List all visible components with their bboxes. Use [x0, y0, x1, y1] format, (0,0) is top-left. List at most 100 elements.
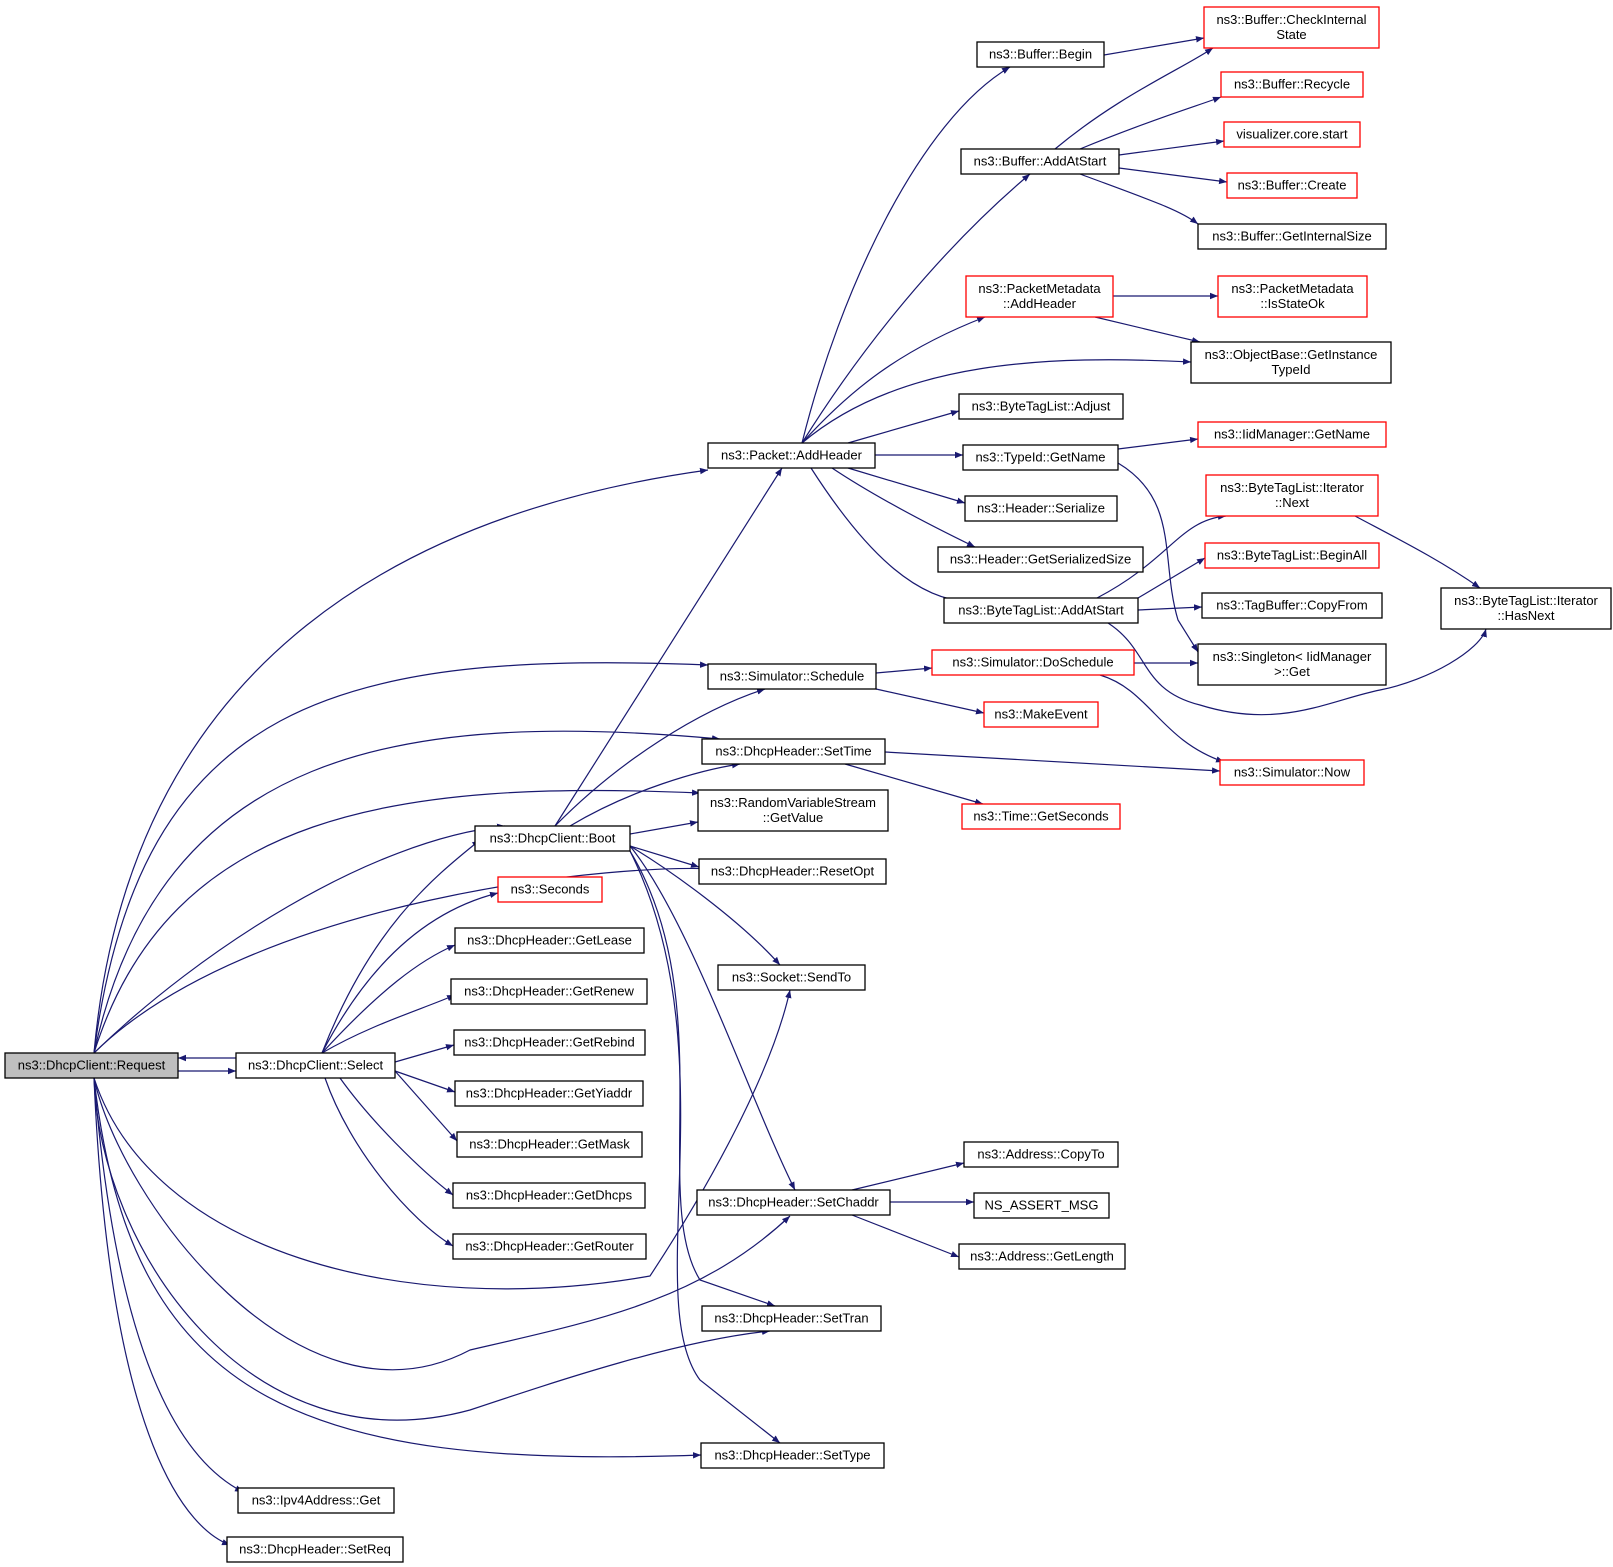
node-getyiaddr[interactable]: ns3::DhcpHeader::GetYiaddr [454, 1080, 644, 1107]
node-label: ns3::DhcpHeader::SetReq [239, 1542, 391, 1557]
node-box [1219, 759, 1365, 786]
call-edge [93, 1077, 771, 1421]
node-select[interactable]: ns3::DhcpClient::Select [235, 1052, 396, 1079]
call-edge [629, 845, 796, 1191]
node-settime[interactable]: ns3::DhcpHeader::SetTime [701, 738, 886, 765]
node-getinternalsize[interactable]: ns3::Buffer::GetInternalSize [1197, 223, 1387, 250]
node-label: ns3::IidManager::GetName [1214, 427, 1370, 442]
node-getrouter[interactable]: ns3::DhcpHeader::GetRouter [452, 1233, 647, 1260]
node-vizstart[interactable]: visualizer.core.start [1223, 121, 1361, 148]
node-addheader[interactable]: ns3::Packet::AddHeader [707, 442, 876, 469]
node-getrebind[interactable]: ns3::DhcpHeader::GetRebind [453, 1029, 646, 1056]
node-getrenew[interactable]: ns3::DhcpHeader::GetRenew [450, 978, 648, 1005]
node-copyto[interactable]: ns3::Address::CopyTo [963, 1141, 1119, 1168]
node-recycle[interactable]: ns3::Buffer::Recycle [1220, 71, 1364, 98]
node-btladjust[interactable]: ns3::ByteTagList::Adjust [958, 393, 1124, 420]
node-box [697, 789, 889, 832]
node-pmaddheader[interactable]: ns3::PacketMetadata::AddHeader [965, 275, 1114, 318]
call-edges [93, 36, 1487, 1546]
call-edge [810, 467, 971, 605]
call-edge [1137, 604, 1203, 611]
node-nsassert[interactable]: NS_ASSERT_MSG [973, 1192, 1110, 1219]
node-boot[interactable]: ns3::DhcpClient::Boot [474, 825, 631, 852]
node-label: ns3::Buffer::GetInternalSize [1212, 229, 1371, 244]
node-getmask[interactable]: ns3::DhcpHeader::GetMask [456, 1131, 643, 1158]
node-label: ns3::ByteTagList::Adjust [972, 399, 1111, 414]
node-pmisstateok[interactable]: ns3::PacketMetadata::IsStateOk [1217, 275, 1368, 318]
node-settype[interactable]: ns3::DhcpHeader::SetType [700, 1442, 885, 1469]
node-hdrserialize[interactable]: ns3::Header::Serialize [964, 495, 1118, 522]
node-seconds[interactable]: ns3::Seconds [497, 876, 603, 903]
node-label: NS_ASSERT_MSG [985, 1198, 1099, 1213]
node-getlease[interactable]: ns3::DhcpHeader::GetLease [454, 927, 645, 954]
call-edge [554, 688, 766, 827]
node-label: ns3::Packet::AddHeader [721, 448, 863, 463]
node-sendto[interactable]: ns3::Socket::SendTo [717, 964, 866, 991]
node-iterhasnext[interactable]: ns3::ByteTagList::Iterator::HasNext [1440, 587, 1612, 630]
node-box [454, 1080, 644, 1107]
call-edge [339, 1077, 454, 1196]
node-box [1201, 592, 1383, 619]
node-box [943, 597, 1139, 624]
node-box [454, 927, 645, 954]
node-getdhcps[interactable]: ns3::DhcpHeader::GetDhcps [452, 1182, 646, 1209]
node-box [958, 1243, 1126, 1270]
node-label: ns3::DhcpClient::Boot [490, 831, 616, 846]
node-box [707, 442, 876, 469]
call-edge [629, 845, 700, 868]
node-label: ns3::DhcpHeader::GetRebind [464, 1035, 635, 1050]
node-bufbegin[interactable]: ns3::Buffer::Begin [976, 41, 1105, 68]
node-bufcreate[interactable]: ns3::Buffer::Create [1226, 172, 1358, 199]
node-addatstart[interactable]: ns3::Buffer::AddAtStart [960, 148, 1120, 175]
node-iidgetname[interactable]: ns3::IidManager::GetName [1197, 421, 1387, 448]
call-edge [93, 866, 731, 1054]
node-setreq[interactable]: ns3::DhcpHeader::SetReq [226, 1536, 404, 1563]
node-tagcopyfrom[interactable]: ns3::TagBuffer::CopyFrom [1201, 592, 1383, 619]
node-typeidgetname[interactable]: ns3::TypeId::GetName [962, 444, 1119, 471]
node-label: ns3::DhcpHeader::GetRouter [465, 1239, 634, 1254]
node-settran[interactable]: ns3::DhcpHeader::SetTran [701, 1305, 882, 1332]
node-label: ns3::DhcpHeader::GetYiaddr [466, 1086, 633, 1101]
node-getvalue[interactable]: ns3::RandomVariableStream::GetValue [697, 789, 889, 832]
node-label: ::HasNext [1497, 608, 1554, 623]
node-box [962, 444, 1119, 471]
node-getseconds[interactable]: ns3::Time::GetSeconds [961, 803, 1121, 830]
node-label: ns3::Buffer::Create [1238, 178, 1347, 193]
node-ipv4get[interactable]: ns3::Ipv4Address::Get [237, 1487, 395, 1514]
node-beginall[interactable]: ns3::ByteTagList::BeginAll [1204, 542, 1380, 569]
call-edge [324, 1077, 454, 1247]
node-label: ns3::Simulator::DoSchedule [952, 655, 1113, 670]
node-label: ns3::DhcpClient::Select [248, 1058, 384, 1073]
node-label: >::Get [1274, 664, 1310, 679]
node-iternext[interactable]: ns3::ByteTagList::Iterator::Next [1205, 474, 1379, 517]
call-edge [394, 1044, 455, 1063]
node-box [701, 1305, 882, 1332]
node-label: ::Next [1275, 495, 1309, 510]
call-edge [93, 1077, 244, 1493]
node-label: ns3::Buffer::Begin [989, 47, 1092, 62]
node-label: ns3::Buffer::AddAtStart [974, 154, 1107, 169]
call-edge [1103, 36, 1205, 56]
node-box [450, 978, 648, 1005]
node-resetopt[interactable]: ns3::DhcpHeader::ResetOpt [698, 858, 887, 885]
node-box [973, 1192, 1110, 1219]
node-request[interactable]: ns3::DhcpClient::Request [4, 1052, 179, 1079]
call-edge [394, 1070, 456, 1093]
node-box [976, 41, 1105, 68]
call-edge [321, 944, 456, 1054]
call-edge [847, 467, 966, 504]
call-edge [93, 1077, 791, 1371]
node-setchaddr[interactable]: ns3::DhcpHeader::SetChaddr [696, 1189, 891, 1216]
node-makeevent[interactable]: ns3::MakeEvent [983, 701, 1099, 728]
node-singletonget[interactable]: ns3::Singleton< IidManager >::Get [1197, 643, 1387, 686]
node-simnow[interactable]: ns3::Simulator::Now [1219, 759, 1365, 786]
node-getlength[interactable]: ns3::Address::GetLength [958, 1243, 1126, 1270]
node-hdrgetsize[interactable]: ns3::Header::GetSerializedSize [937, 546, 1144, 573]
node-schedule[interactable]: ns3::Simulator::Schedule [707, 663, 877, 690]
node-btladdatstart[interactable]: ns3::ByteTagList::AddAtStart [943, 597, 1139, 624]
node-label: ns3::DhcpHeader::GetRenew [464, 984, 634, 999]
call-edge [1137, 557, 1206, 599]
node-doschedule[interactable]: ns3::Simulator::DoSchedule [931, 649, 1135, 676]
